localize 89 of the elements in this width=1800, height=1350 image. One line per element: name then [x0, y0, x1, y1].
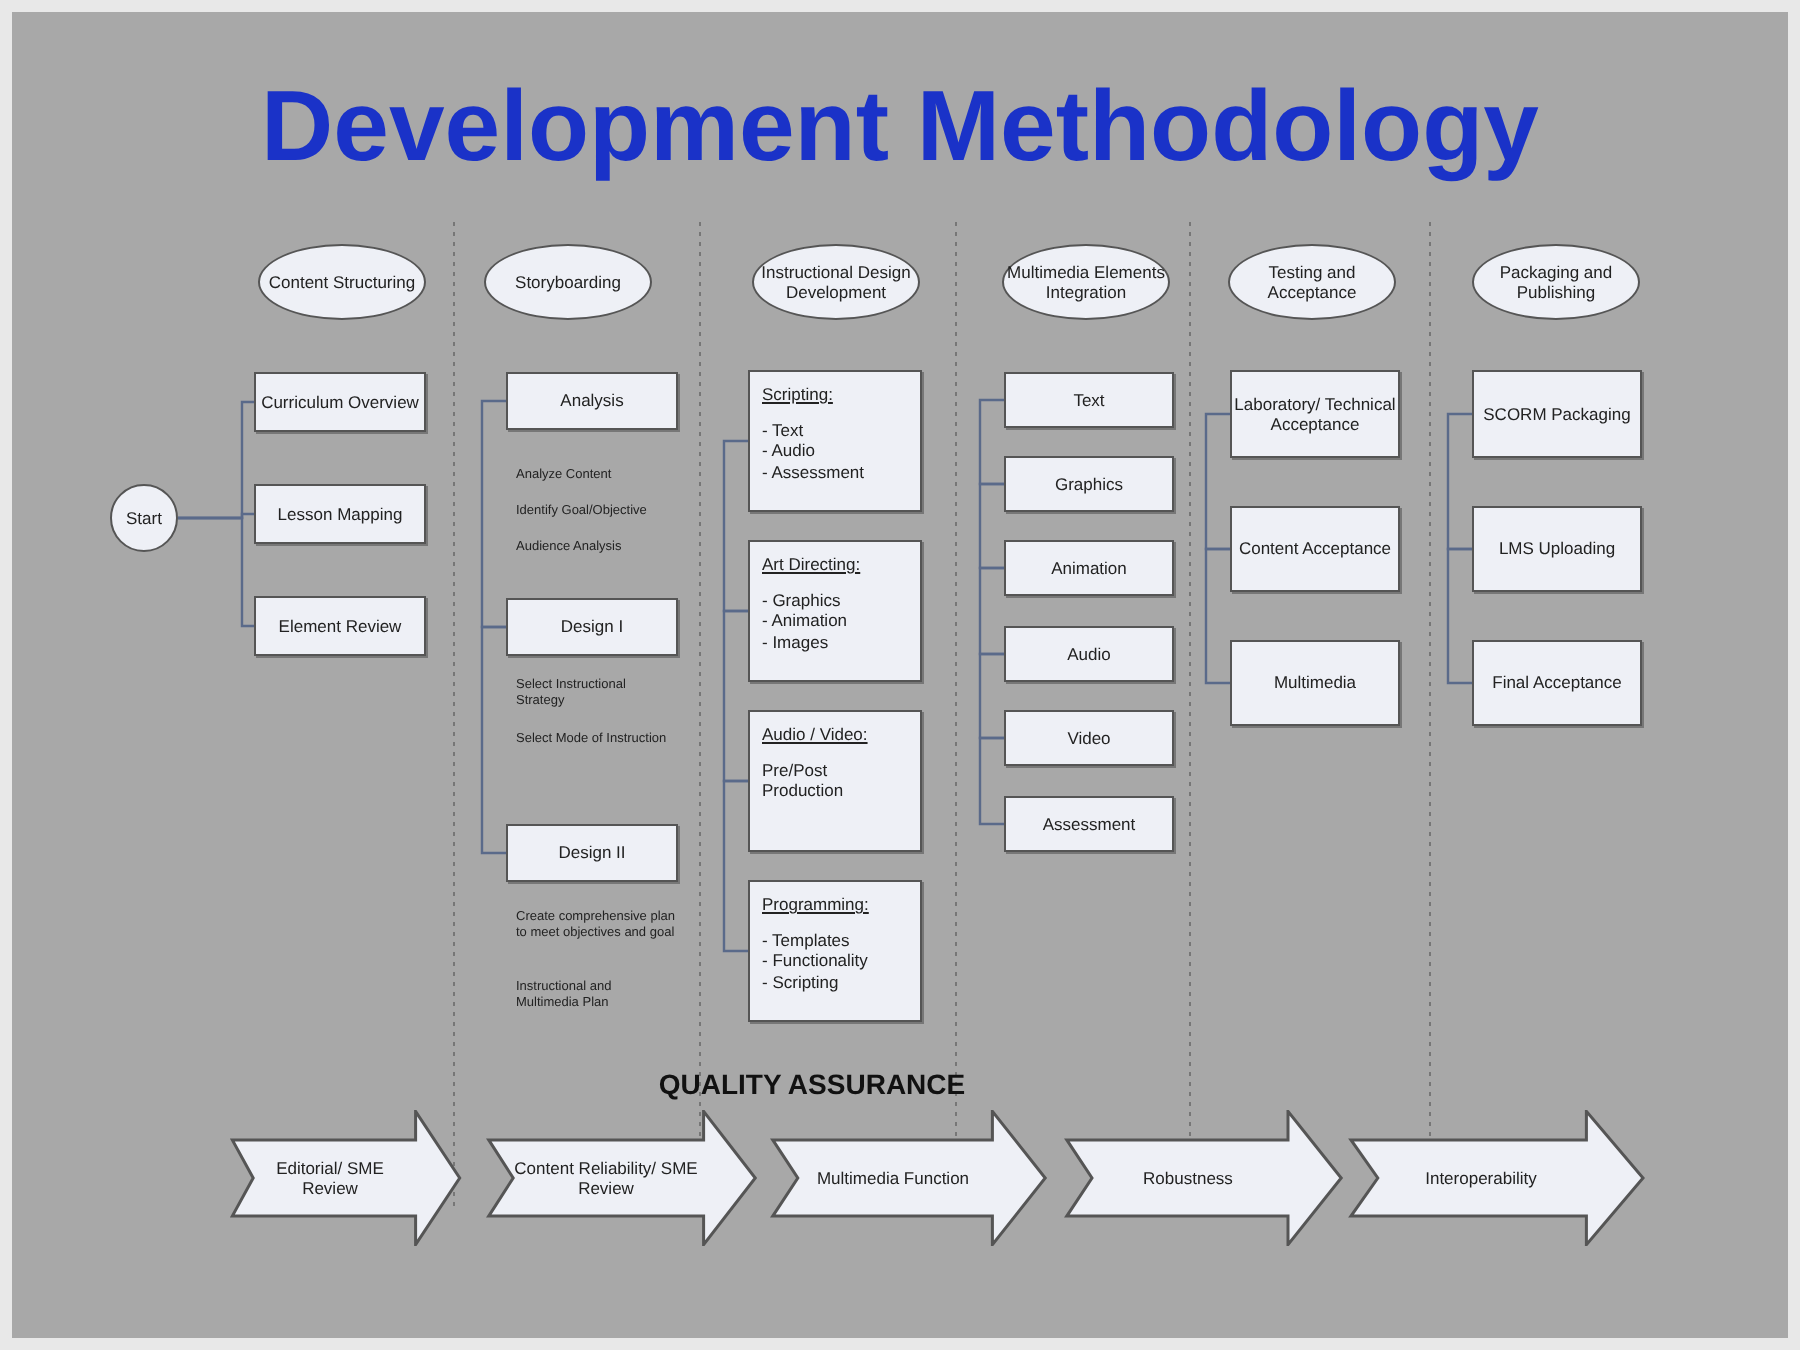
node-label: Start — [126, 507, 162, 529]
list-item: - Graphics — [762, 590, 841, 611]
list-item: - Animation — [762, 610, 848, 632]
connector-line — [978, 482, 1004, 570]
quality-stage-banner — [230, 1110, 462, 1246]
node-label: Curriculum Overview — [261, 391, 419, 413]
node-label: Laboratory/ Technical Acceptance — [1232, 393, 1398, 435]
connector-line — [978, 398, 1004, 486]
node-label: Lesson Mapping — [277, 503, 403, 525]
connector-line — [722, 439, 748, 613]
quality-stage-banner — [486, 1110, 758, 1246]
list-heading: Programming: — [762, 894, 869, 915]
node-label: Multimedia — [1273, 672, 1357, 694]
node-label: Assessment — [1042, 813, 1136, 835]
connector-line — [1204, 412, 1230, 551]
list-item: - Scripting — [762, 971, 839, 992]
node-label: Packaging and Publishing — [1497, 261, 1615, 303]
process-box — [1004, 626, 1174, 682]
connector-line — [178, 516, 254, 628]
connector-line — [978, 736, 1004, 826]
task-list-box — [748, 540, 922, 682]
node-label: Multimedia Elements Integration — [1005, 261, 1167, 303]
node-label: SCORM Packaging — [1483, 403, 1631, 425]
connector-line — [1446, 412, 1472, 551]
node-label: Storyboarding — [515, 271, 621, 293]
quality-stage-banner — [770, 1110, 1048, 1246]
process-box — [1230, 640, 1400, 726]
node-label: Design I — [560, 616, 624, 638]
node-label: Video — [1067, 727, 1111, 749]
process-box — [1230, 370, 1400, 458]
task-list-box — [748, 710, 922, 852]
node-label: Audio — [1067, 643, 1111, 665]
node-label: Testing and Acceptance — [1265, 261, 1359, 303]
process-box — [254, 596, 426, 656]
process-box — [506, 824, 678, 882]
process-box — [1004, 796, 1174, 852]
list-item: - Text — [762, 420, 804, 441]
list-heading: Audio / Video: — [762, 724, 868, 745]
connector-line — [480, 625, 506, 855]
process-box — [1472, 506, 1642, 592]
process-box — [1004, 540, 1174, 596]
quality-stage-banner — [1348, 1110, 1646, 1246]
connector-line — [722, 779, 748, 953]
quality-stage-banner — [1064, 1110, 1344, 1246]
list-item: Pre/Post Production — [762, 760, 846, 802]
list-heading: Scripting: — [762, 384, 833, 405]
node-label: Multimedia Function — [814, 1167, 972, 1189]
node-label: LMS Uploading — [1498, 538, 1616, 560]
process-box — [506, 372, 678, 430]
connector-line — [978, 652, 1004, 740]
connector-line — [1204, 547, 1230, 685]
node-label: Element Review — [278, 615, 402, 637]
node-label: Animation — [1051, 557, 1127, 579]
task-list-box — [748, 880, 922, 1022]
list-item: - Audio — [762, 440, 815, 462]
node-label: Editorial/ SME Review — [274, 1157, 386, 1199]
process-box — [1230, 506, 1400, 592]
process-box — [1004, 710, 1174, 766]
node-label: Design II — [558, 842, 626, 864]
process-box — [254, 484, 426, 544]
connector-line — [1446, 547, 1472, 685]
node-label: Text — [1073, 389, 1105, 411]
list-item: - Assessment — [762, 461, 865, 482]
node-label: Interoperability — [1423, 1167, 1539, 1189]
title: Development Methodology — [259, 68, 1541, 184]
node-label: Content Reliability/ SME Review — [512, 1157, 700, 1199]
process-box — [1004, 456, 1174, 512]
process-box — [506, 598, 678, 656]
process-box — [254, 372, 426, 432]
list-item: - Templates — [762, 930, 850, 951]
process-box — [1004, 372, 1174, 428]
connector-line — [480, 399, 506, 629]
start-circle — [110, 484, 178, 552]
node-label: Final Acceptance — [1492, 672, 1622, 694]
section-heading: QUALITY ASSURANCE — [656, 1068, 968, 1102]
node-label: Analysis — [560, 390, 624, 412]
list-item: - Functionality — [762, 950, 868, 972]
connector-line — [722, 609, 748, 783]
process-box — [1472, 370, 1642, 458]
list-item: - Images — [762, 631, 829, 652]
node-label: Graphics — [1054, 473, 1123, 495]
node-label: Instructional Design Development — [759, 261, 913, 303]
list-heading: Art Directing: — [762, 554, 861, 575]
process-box — [1472, 640, 1642, 726]
node-label: Robustness — [1141, 1167, 1235, 1189]
task-list-box — [748, 370, 922, 512]
node-label: Content Acceptance — [1238, 538, 1392, 560]
connector-line — [978, 566, 1004, 656]
node-label: Content Structuring — [268, 271, 416, 293]
